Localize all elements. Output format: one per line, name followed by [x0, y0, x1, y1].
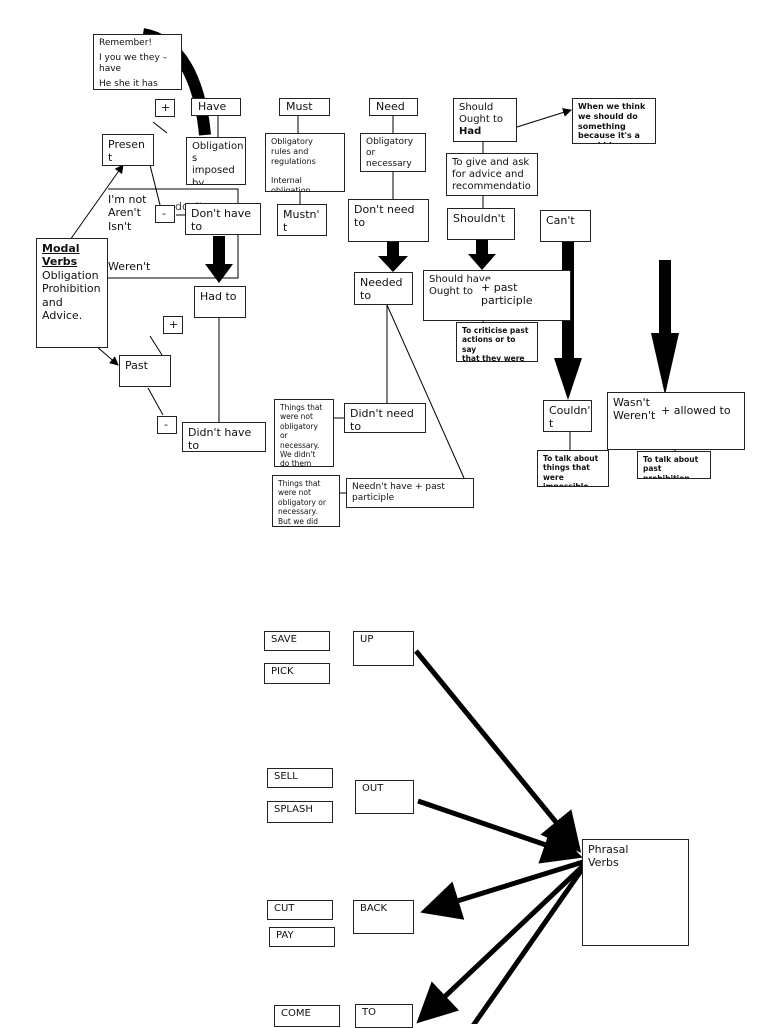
should-had-label: Had — [459, 126, 482, 138]
didnt-need-to-node: Didn't need to — [344, 403, 426, 433]
reminder-title: Remember! — [99, 38, 153, 48]
should-have-description: To criticise past actions or to say that… — [456, 322, 538, 362]
past-participle-label: + past participle — [479, 281, 570, 308]
minus-past: - — [157, 416, 177, 434]
root-subtitle: Obligation Prohibition and Advice. — [42, 268, 101, 323]
reminder-line1: I you we they – — [99, 52, 168, 63]
should-description: To give and ask for advice and recommend… — [446, 153, 538, 196]
reminder-note: Remember! I you we they – have He she it… — [93, 34, 182, 90]
neednt-description: Things that were not obligatory or neces… — [272, 475, 340, 527]
dont-have-to-node: Don't have to — [185, 203, 261, 235]
couldnt-description: To talk about things that were impossibl… — [537, 450, 609, 487]
particle-up: UP — [353, 631, 414, 666]
particle-out: OUT — [355, 780, 414, 814]
couldnt-node: Couldn' t — [543, 400, 592, 432]
past-node: Past — [119, 355, 171, 387]
needed-to-node: Needed to — [354, 272, 413, 305]
should-label: Should Ought to — [459, 102, 504, 126]
should-have-label: Should have Ought to — [429, 274, 491, 298]
have-description: Obligation s imposed by — [186, 137, 246, 185]
present-node: Presen t — [102, 134, 154, 166]
should-have-node: Should have Ought to + past participle — [423, 270, 571, 321]
didnt-need-description: Things that were not obligatory or neces… — [274, 399, 334, 467]
minus-present: - — [155, 205, 175, 223]
reminder-line3: He she it has — [99, 78, 158, 89]
need-node: Need — [369, 98, 418, 116]
should-node: Should Ought to Had — [453, 98, 517, 142]
wasnt-label: Wasn't Weren't — [613, 396, 656, 423]
dont-need-to-node: Don't need to — [348, 199, 429, 242]
verb-sell: SELL — [267, 768, 333, 788]
must-description: Obligatory rules and regulations Interna… — [265, 133, 345, 192]
verb-splash: SPLASH — [267, 801, 333, 823]
negatives-past-label: Weren't — [108, 260, 151, 273]
should-note: When we think we should do something bec… — [572, 98, 656, 144]
verb-pay: PAY — [269, 927, 335, 947]
cant-node: Can't — [540, 210, 591, 242]
mustnt-node: Mustn' t — [277, 204, 327, 236]
verb-cut: CUT — [267, 900, 333, 920]
plus-past: + — [163, 316, 183, 334]
verb-pick: PICK — [264, 663, 330, 684]
verb-save: SAVE — [264, 631, 330, 651]
wasnt-description: To talk about past prohibition — [637, 451, 711, 479]
negatives-present-label: I'm not Aren't Isn't — [108, 193, 147, 233]
shouldnt-node: Shouldn't — [447, 208, 515, 240]
root-title: Modal Verbs — [42, 242, 80, 269]
need-description: Obligatory or necessary — [360, 133, 426, 172]
plus-present: + — [155, 99, 175, 117]
phrasal-verbs-center: Phrasal Verbs — [582, 839, 689, 946]
wasnt-node: Wasn't Weren't + allowed to — [607, 392, 745, 450]
particle-to: TO — [355, 1004, 413, 1028]
didnt-have-to-node: Didn't have to — [182, 422, 266, 452]
allowed-to-label: + allowed to — [660, 404, 732, 418]
must-node: Must — [279, 98, 330, 116]
particle-back: BACK — [353, 900, 414, 934]
neednt-have-node: Needn't have + past participle — [346, 478, 474, 508]
had-to-node: Had to — [194, 286, 246, 318]
reminder-line2: have — [99, 63, 122, 74]
modal-verbs-root: Modal Verbs Obligation Prohibition and A… — [36, 238, 108, 348]
have-node: Have — [191, 98, 241, 116]
